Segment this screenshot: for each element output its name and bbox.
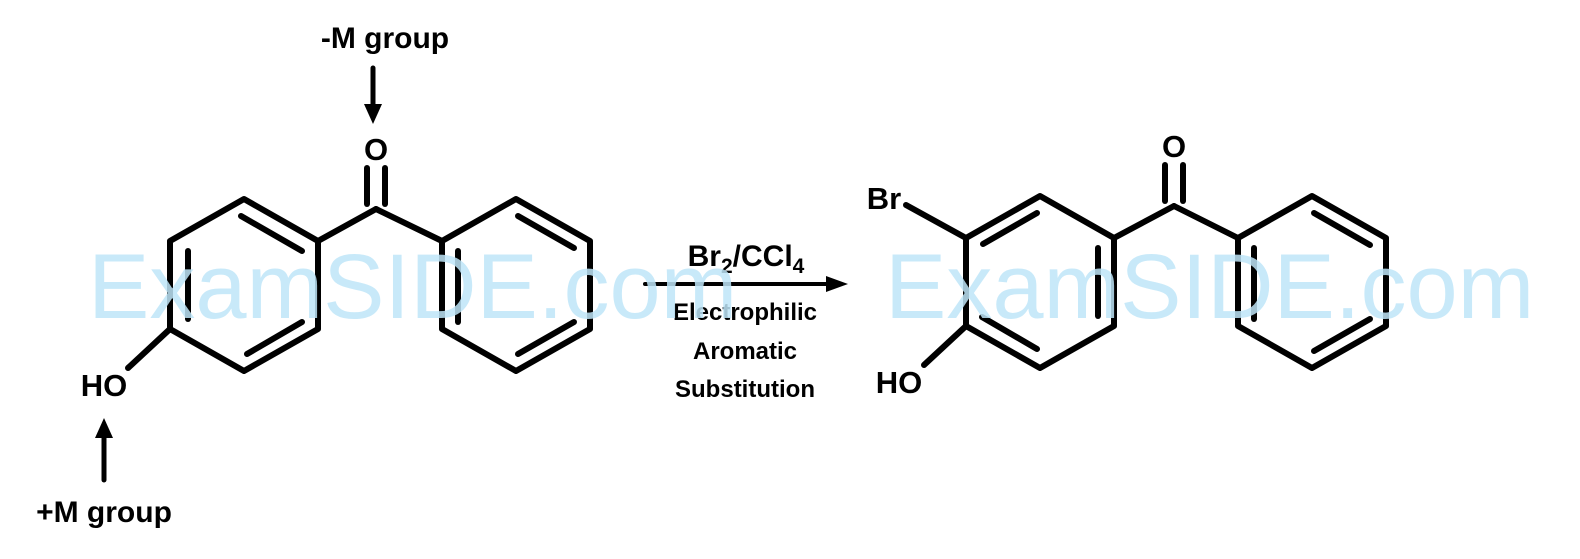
product-phenyl-double-1 xyxy=(1311,210,1373,248)
plus-m-annotation: +M group xyxy=(36,418,172,529)
product-bromine-bond xyxy=(903,202,969,241)
condition-line-1: Electrophilic xyxy=(673,299,817,326)
reactant-carbonyl-oxygen: O xyxy=(364,132,388,167)
product-ring-to-carbonyl-bond xyxy=(1111,203,1177,241)
reagent-slash: /CCl xyxy=(733,240,793,273)
product-molecule: O Br HO xyxy=(867,129,1389,400)
reactant-molecule: O HO xyxy=(81,132,593,403)
reaction-arrow-group: Br2/CCl4 Electrophilic Aromatic Substitu… xyxy=(643,240,848,403)
product-phenyl-double-2 xyxy=(1311,316,1373,354)
product-hydroxyl-bond xyxy=(921,323,969,368)
watermark-right: ExamSIDE.com xyxy=(885,236,1534,338)
product-hydroxyl-label: HO xyxy=(876,365,923,400)
reactant-phenyl-ring xyxy=(439,196,593,374)
reagent-subscript-1: 2 xyxy=(721,255,733,278)
condition-line-2: Aromatic xyxy=(693,338,797,365)
reagent-subscript-2: 4 xyxy=(793,255,805,278)
plus-m-group-label: +M group xyxy=(36,496,172,529)
reagent-main: Br xyxy=(688,240,722,273)
reactant-phenyl-double-1 xyxy=(515,213,577,251)
product-carbonyl-oxygen: O xyxy=(1162,129,1186,164)
product-left-ring-double-3 xyxy=(979,314,1040,352)
reactant-left-ring-double-3 xyxy=(244,319,305,357)
reactant-left-ring-double-1 xyxy=(238,213,305,254)
reactant-phenyl-double-2 xyxy=(515,319,577,357)
reaction-arrow-head xyxy=(826,276,848,292)
minus-m-annotation: -M group xyxy=(321,22,449,124)
reactant-carbonyl-to-ring-bond xyxy=(373,206,445,244)
plus-m-arrow-head xyxy=(95,418,113,438)
product-bromine-label: Br xyxy=(867,181,901,216)
product-phenyl-ring xyxy=(1235,193,1389,371)
minus-m-arrow-head xyxy=(364,104,382,124)
condition-line-3: Substitution xyxy=(675,376,815,403)
reactant-hydroxyl-bond xyxy=(125,326,173,371)
minus-m-group-label: -M group xyxy=(321,22,449,55)
product-left-ring-double-1 xyxy=(980,210,1040,247)
product-carbonyl-to-ring-bond xyxy=(1171,203,1241,241)
reactant-hydroxyl-label: HO xyxy=(81,368,128,403)
reactant-ring-to-carbonyl-bond xyxy=(315,206,379,244)
reagent-label: Br2/CCl4 xyxy=(688,240,805,278)
watermark-left: ExamSIDE.com xyxy=(88,236,737,338)
